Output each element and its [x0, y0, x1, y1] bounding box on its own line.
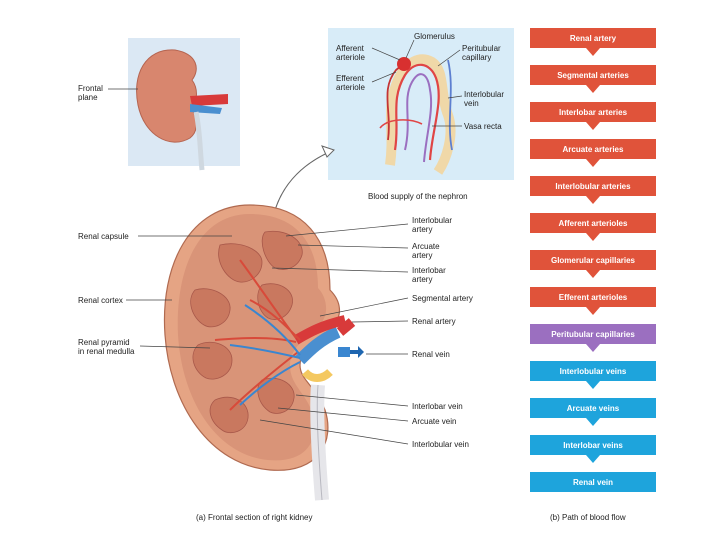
flow-arrow — [586, 196, 600, 204]
glomerulus-label: Glomerulus — [414, 32, 455, 41]
flow-step: Glomerular capillaries — [530, 250, 656, 270]
kidney-caption: (a) Frontal section of right kidney — [196, 513, 313, 522]
interlobular-artery-label: Interlobular artery — [412, 216, 453, 234]
nephron-inset — [328, 28, 514, 180]
interlobular-vein-inset-label: Interlobular vein — [464, 90, 505, 108]
flow-step: Afferent arterioles — [530, 213, 656, 233]
peritubular-capillary-label: Peritubular capillary — [462, 44, 501, 62]
kidney-leader-lines — [126, 223, 409, 445]
renal-capsule-label: Renal capsule — [78, 232, 129, 241]
flow-step: Peritubular capillaries — [530, 324, 656, 344]
flow-arrow — [586, 85, 600, 93]
flow-step: Renal artery — [530, 28, 656, 48]
efferent-arteriole-label: Efferent arteriole — [336, 74, 365, 92]
flow-arrow — [586, 344, 600, 352]
nephron-caption: Blood supply of the nephron — [368, 192, 468, 201]
flow-arrow — [586, 381, 600, 389]
flow-step: Arcuate veins — [530, 398, 656, 418]
renal-cortex-label: Renal cortex — [78, 296, 123, 305]
frontal-plane-label: Frontal plane — [78, 84, 103, 102]
flow-arrow — [586, 122, 600, 130]
flow-step: Renal vein — [530, 472, 656, 492]
flow-arrow — [586, 48, 600, 56]
flow-step: Interlobular arteries — [530, 176, 656, 196]
flow-arrow — [586, 307, 600, 315]
flow-step: Arcuate arteries — [530, 139, 656, 159]
flow-arrow — [586, 418, 600, 426]
flow-step: Efferent arterioles — [530, 287, 656, 307]
frontal-plane-inset — [108, 38, 240, 171]
afferent-arteriole-label: Afferent arteriole — [336, 44, 365, 62]
interlobar-vein-label: Interlobar vein — [412, 402, 463, 411]
arcuate-vein-label: Arcuate vein — [412, 417, 457, 426]
kidney-section — [163, 204, 364, 501]
flow-caption: (b) Path of blood flow — [550, 513, 626, 522]
flow-step: Interlobar arteries — [530, 102, 656, 122]
flow-step: Interlobular veins — [530, 361, 656, 381]
vasa-recta-label: Vasa recta — [464, 122, 502, 131]
flow-step: Interlobar veins — [530, 435, 656, 455]
renal-artery-label: Renal artery — [412, 317, 456, 326]
interlobular-vein-label: Interlobular vein — [412, 440, 469, 449]
flow-arrow — [586, 159, 600, 167]
interlobar-artery-label: Interlobar artery — [412, 266, 446, 284]
renal-pyramid-label: Renal pyramid in renal medulla — [78, 338, 135, 356]
segmental-artery-label: Segmental artery — [412, 294, 473, 303]
flow-arrow — [586, 233, 600, 241]
flow-arrow — [586, 270, 600, 278]
flow-arrow — [586, 455, 600, 463]
renal-vein-label: Renal vein — [412, 350, 450, 359]
flow-step: Segmental arteries — [530, 65, 656, 85]
arcuate-artery-label: Arcuate artery — [412, 242, 440, 260]
